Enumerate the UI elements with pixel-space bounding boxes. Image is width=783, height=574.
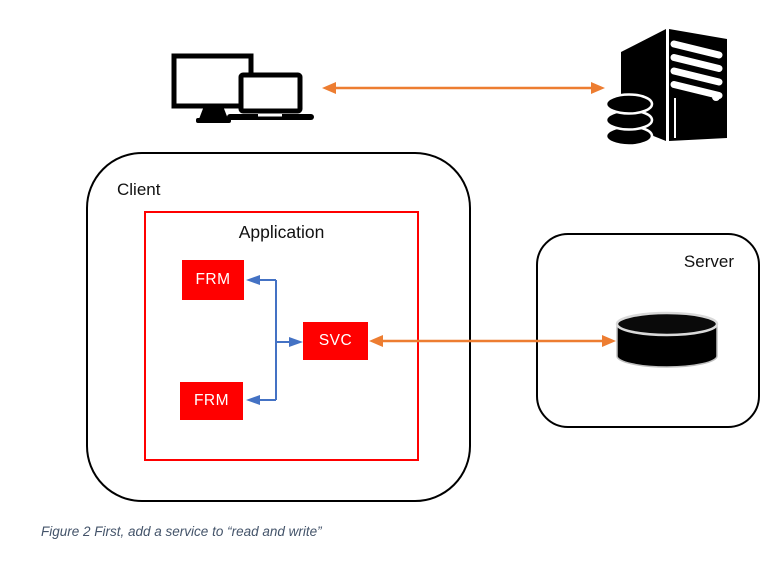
server-box: Server — [536, 233, 760, 428]
client-box: Client — [86, 152, 471, 502]
client-label: Client — [117, 180, 161, 199]
client-server-arrow — [322, 82, 605, 94]
figure-caption: Figure 2 First, add a service to “read a… — [41, 524, 322, 539]
frm-bottom-label: FRM — [193, 392, 230, 409]
frm-bottom-box: FRM — [180, 382, 243, 420]
desktop-laptop-icon — [171, 53, 314, 123]
application-box: Application — [144, 211, 419, 461]
frm-top-box: FRM — [182, 260, 244, 300]
application-label: Application — [238, 222, 325, 242]
database-stack-icon — [604, 93, 654, 147]
svc-label: SVC — [318, 332, 353, 349]
frm-top-label: FRM — [195, 271, 231, 288]
server-tower-icon — [621, 29, 727, 141]
server-label: Server — [683, 252, 734, 271]
svc-box: SVC — [303, 322, 368, 360]
